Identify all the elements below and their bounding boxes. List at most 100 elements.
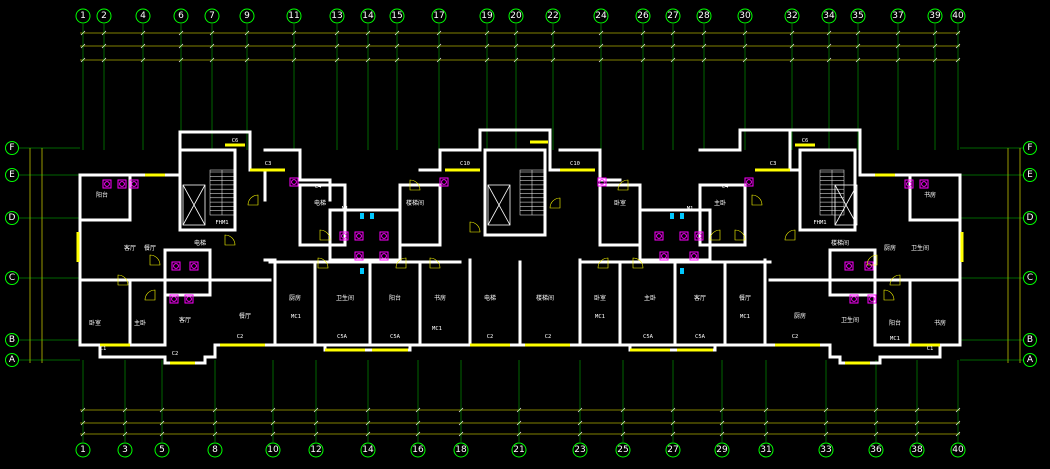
axis-letter: F: [1027, 143, 1032, 153]
axis-letter: B: [1027, 335, 1033, 345]
room-label: 客厅: [694, 294, 706, 302]
grid-number-bottom: 16: [412, 445, 424, 455]
grid-number-bottom: 31: [760, 445, 771, 455]
grid-number-bottom: 27: [667, 445, 678, 455]
grid-number-top: 22: [547, 11, 558, 21]
grid-number-top: 34: [823, 11, 835, 21]
room-label: 书房: [934, 319, 946, 327]
opening-tag: FHM1: [215, 220, 228, 226]
room-label: 厨房: [289, 294, 301, 302]
axis-letter: F: [9, 143, 14, 153]
grid-number-top: 30: [739, 11, 751, 21]
grid-number-top: 9: [244, 11, 250, 21]
room-label: 客厅: [179, 316, 191, 324]
grid-number-top: 39: [929, 11, 941, 21]
opening-tag: C2: [545, 334, 552, 340]
opening-tag: C3: [770, 161, 777, 167]
opening-tag: C6: [232, 138, 239, 144]
room-label: 卧室: [89, 319, 101, 327]
grid-number-top: 24: [595, 11, 607, 21]
grid-number-bottom: 14: [362, 445, 374, 455]
opening-tag: C5A: [337, 334, 348, 340]
opening-tag: M1: [342, 206, 349, 212]
grid-number-top: 14: [362, 11, 374, 21]
walls: [78, 128, 962, 365]
opening-tag: MC1: [595, 314, 605, 320]
axis-letter: E: [9, 170, 15, 180]
grid-number-bottom: 1: [80, 445, 86, 455]
grid-number-bottom: 18: [455, 445, 467, 455]
opening-tag: C5A: [643, 334, 654, 340]
opening-tag: C5A: [695, 334, 706, 340]
grid-number-bottom: 21: [513, 445, 524, 455]
room-label: 电梯: [484, 294, 496, 302]
room-label: 阳台: [889, 319, 901, 327]
axis-grid-lines: [18, 24, 1030, 442]
opening-tag: FHM1: [813, 220, 826, 226]
grid-number-top: 20: [510, 11, 522, 21]
opening-tag: C10: [570, 161, 580, 167]
axis-letter: A: [9, 355, 16, 365]
grid-number-bottom: 25: [617, 445, 628, 455]
opening-tag: C6: [802, 138, 809, 144]
room-label: 电梯: [194, 239, 206, 247]
grid-number-top: 6: [178, 11, 184, 21]
room-label: 阳台: [389, 294, 401, 302]
room-label: 卫生间: [336, 294, 354, 302]
room-labels: 卧室主卧客厅餐厅厨房卫生间阳台书房电梯楼梯间卧室主卧客厅餐厅厨房卫生间阳台书房电…: [89, 191, 946, 327]
grid-number-top: 32: [786, 11, 797, 21]
opening-tag: C1: [100, 346, 107, 352]
room-label: 书房: [434, 294, 446, 302]
axis-letter: C: [1027, 273, 1033, 283]
grid-number-bottom: 8: [212, 445, 218, 455]
grid-number-top: 4: [140, 11, 146, 21]
grid-number-bottom: 10: [267, 445, 279, 455]
grid-number-top: 28: [698, 11, 710, 21]
room-label: 楼梯间: [406, 199, 424, 207]
grid-number-top: 7: [209, 11, 215, 21]
axis-letter: B: [9, 335, 15, 345]
room-label: 厨房: [794, 312, 806, 320]
room-label: 主卧: [714, 199, 726, 207]
grid-number-top: 17: [433, 11, 444, 21]
opening-tag: C3: [265, 161, 272, 167]
grid-number-bottom: 33: [820, 445, 831, 455]
grid-number-bottom: 36: [870, 445, 882, 455]
axis-letter: E: [1027, 170, 1033, 180]
opening-tag: MC1: [432, 326, 442, 332]
grid-number-bottom: 23: [574, 445, 585, 455]
opening-tag: C10: [460, 161, 470, 167]
elevator-icon: [182, 184, 858, 226]
door-swing-icon: [117, 179, 901, 301]
grid-number-top: 13: [331, 11, 342, 21]
opening-tag: C1: [927, 346, 934, 352]
opening-tag: MC1: [890, 336, 900, 342]
grid-number-bottom: 40: [952, 445, 964, 455]
grid-number-bottom: 12: [310, 445, 321, 455]
opening-tag: C2: [487, 334, 494, 340]
opening-tag: M1: [687, 206, 694, 212]
room-label: 楼梯间: [831, 239, 849, 247]
room-label: 餐厅: [144, 244, 156, 252]
grid-number-top: 35: [852, 11, 863, 21]
opening-tag: C2: [237, 334, 244, 340]
room-label: 书房: [924, 191, 936, 199]
windows: [76, 140, 964, 365]
sanitary-fixture-icon: [102, 177, 929, 304]
opening-tag: C4: [722, 184, 729, 190]
opening-tag: C2: [172, 351, 179, 357]
room-label: 餐厅: [239, 312, 251, 320]
grid-number-top: 26: [637, 11, 649, 21]
room-label: 厨房: [884, 244, 896, 252]
room-label: 阳台: [96, 191, 108, 199]
room-label: 客厅: [124, 244, 136, 252]
grid-number-top: 40: [952, 11, 964, 21]
stair-icon: [209, 169, 845, 216]
grid-number-bottom: 29: [716, 445, 728, 455]
opening-tag: C5A: [390, 334, 401, 340]
opening-tag: MC1: [740, 314, 750, 320]
grid-number-top: 2: [101, 11, 107, 21]
room-label: 卧室: [614, 199, 626, 207]
